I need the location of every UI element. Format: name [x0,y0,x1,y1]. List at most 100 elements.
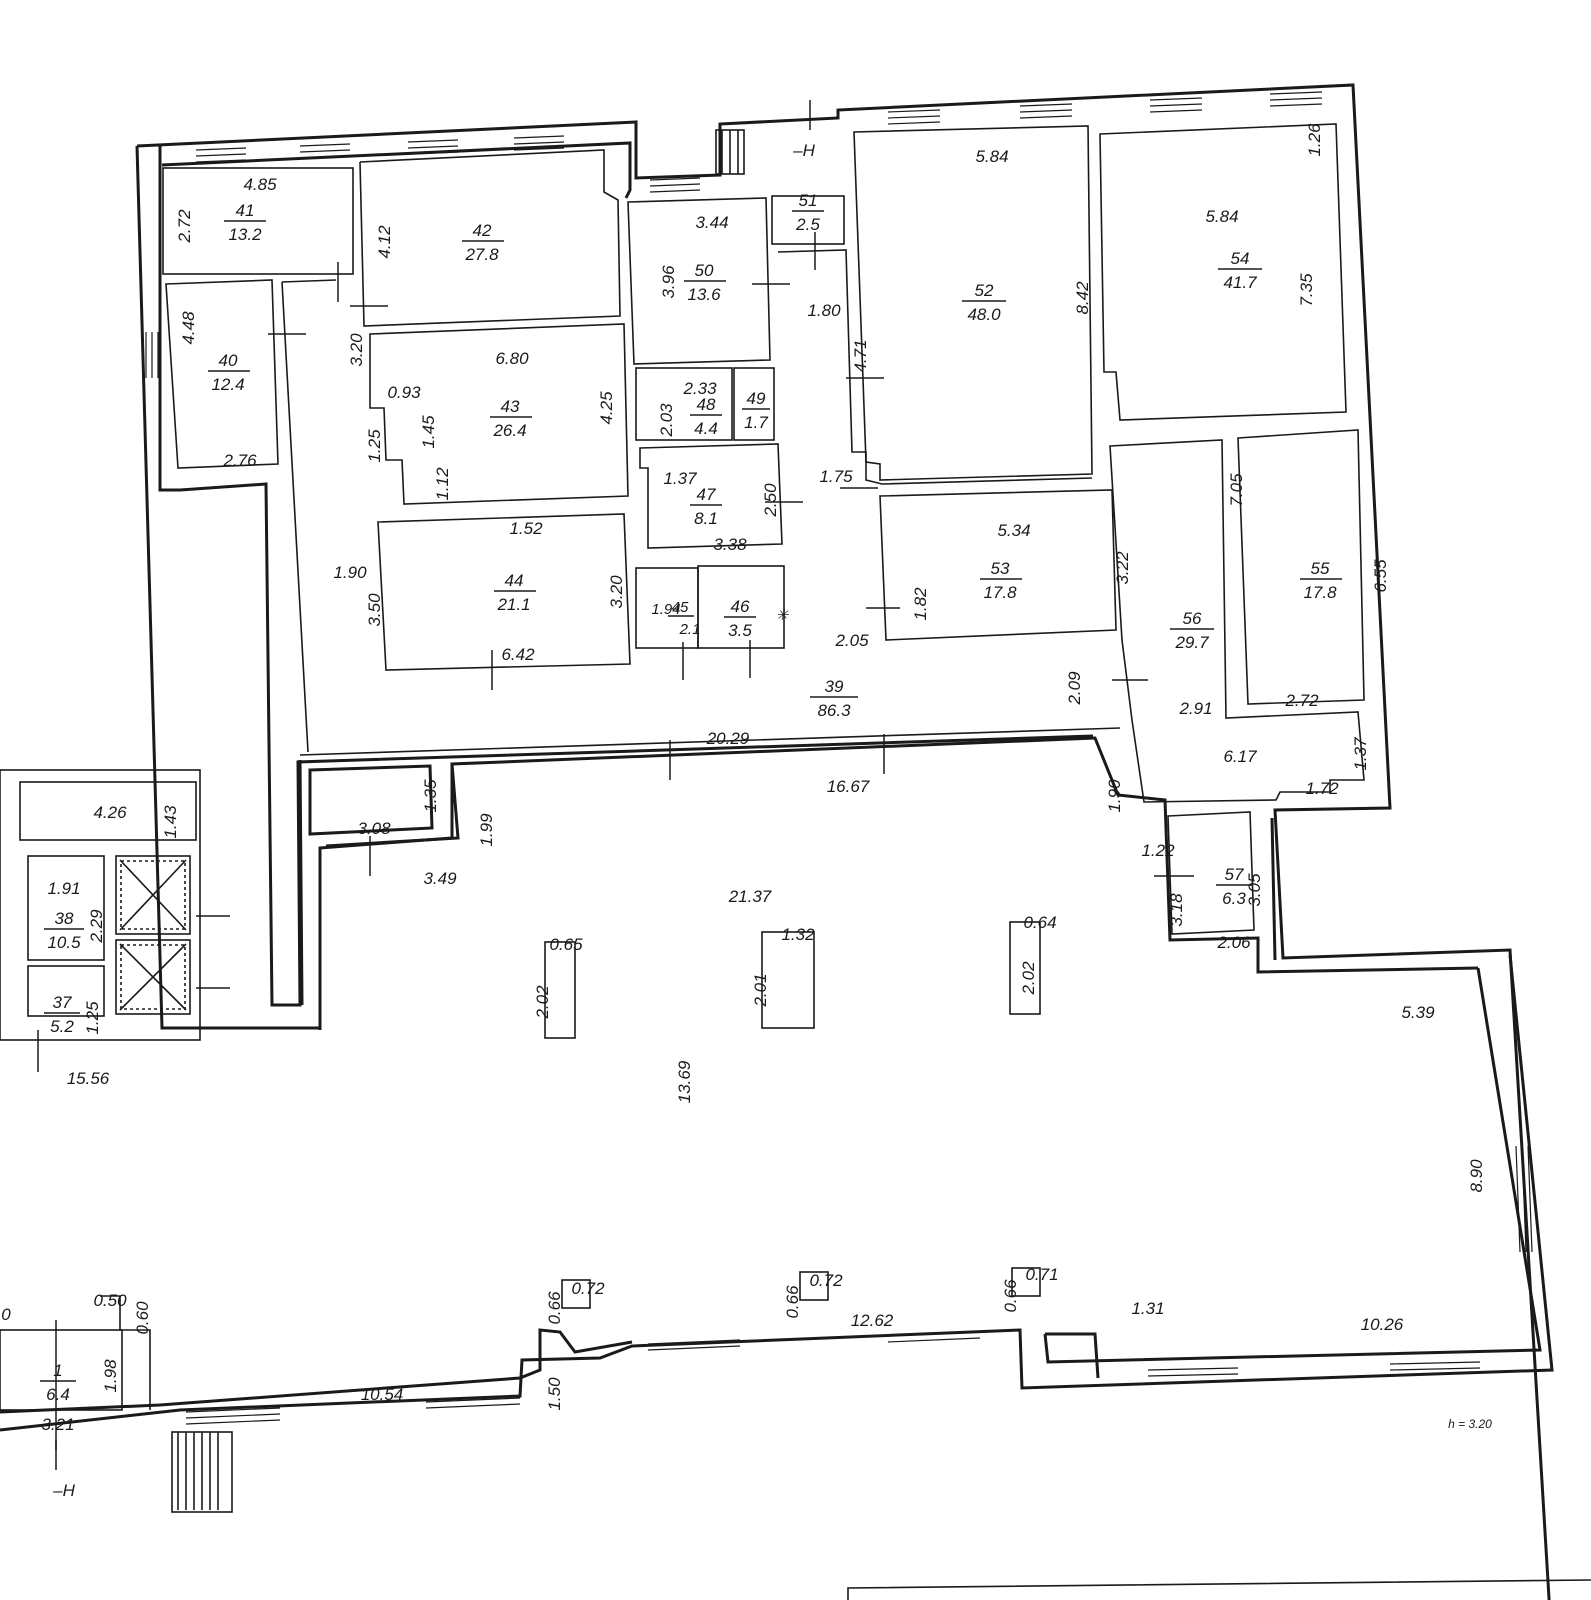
dimension: 6.17 [1223,747,1257,766]
dimension: 2.91 [1178,699,1212,718]
dimension: 3.49 [423,869,457,888]
dimension: 3.08 [357,819,391,838]
dimension: 0.66 [545,1291,564,1325]
dimension: 1.32 [781,925,815,944]
dimension: 1.72 [1305,779,1339,798]
dimension: 4.85 [243,175,277,194]
room-46-label: 46 3.5 [724,597,756,640]
dimension: 1.25 [83,1001,102,1035]
window [887,1331,981,1343]
dimension: 20.29 [706,729,750,748]
dimension: 1.90 [1105,779,1124,813]
room-40-label: 40 12.4 [208,351,250,394]
dimension: 0.72 [571,1279,605,1298]
dimension: 3.20 [347,333,366,367]
room-43-label: 43 26.4 [490,397,532,440]
dimension: 1.12 [433,467,452,501]
dimension: 10.54 [361,1385,404,1404]
dimension: 3.21 [41,1415,74,1434]
room-area: 6.4 [46,1385,70,1404]
room-area: 6.3 [1222,889,1246,908]
dimension: 2.72 [1284,691,1319,710]
dimension: 6.42 [501,645,535,664]
room-51-label: 51 2.5 [792,191,824,234]
window [1149,97,1203,113]
room-number: 56 [1183,609,1202,628]
dimension: 3.44 [695,213,728,232]
dimension: 1.75 [819,467,853,486]
dimension: 2.50 [761,483,780,518]
dimension: 3.20 [607,575,626,609]
dimension: 1.37 [1351,737,1370,771]
dimension: 21.37 [728,887,772,906]
dimension: 6.55 [1371,559,1390,593]
dimension: 1.31 [1131,1299,1164,1318]
room-number: 38 [55,909,74,928]
room-number: 46 [731,597,750,616]
room-number: 53 [991,559,1010,578]
room-39-label: 39 86.3 [810,677,858,720]
room-area: 17.8 [983,583,1017,602]
window [1019,103,1073,119]
dimension: 1.99 [477,813,496,847]
dimension: 1.91 [47,879,80,898]
room-47-label: 47 8.1 [690,485,722,528]
room-number: 57 [1225,865,1244,884]
dimension: 8.42 [1073,281,1092,315]
dimension: 0.65 [549,935,583,954]
room-area: 27.8 [464,245,499,264]
room-54-label: 54 41.7 [1218,249,1262,292]
room-number: 37 [53,993,72,1012]
room-area: 3.5 [728,621,752,640]
room-number: 42 [473,221,492,240]
dimension: 13.69 [675,1060,694,1103]
room-number: 41 [236,201,255,220]
dimension: 7.05 [1227,473,1246,507]
room-49-label: 49 1.7 [742,389,770,432]
dimension: 5.34 [997,521,1030,540]
room-number: 43 [501,397,520,416]
room-number: 50 [695,261,714,280]
dimension: 0.60 [133,1301,152,1335]
room-37-label: 37 5.2 [44,993,80,1036]
room-area: 2.5 [795,215,820,234]
room-labels: 41 13.2 42 27.8 40 12.4 43 26.4 44 21.1 … [40,191,1342,1404]
dimension: 4.25 [597,391,616,425]
room-48-label: 48 4.4 [690,395,722,438]
dimension: 16.67 [827,777,870,796]
dimension: 5.39 [1401,1003,1435,1022]
window [1269,91,1323,107]
door-marks [37,100,1194,1470]
dimension: 5.84 [975,147,1008,166]
level-marker: –H [792,141,815,160]
dimension: 1.90 [333,563,367,582]
dimension: 1.82 [911,587,930,621]
window [407,139,459,155]
dimension: 2.72 [175,209,194,244]
room-area: 5.2 [50,1017,74,1036]
window [513,135,565,151]
room-area: 13.2 [228,225,262,244]
window [185,1407,281,1425]
dimension: 5.84 [1205,207,1238,226]
dimension: 10.26 [1361,1315,1404,1334]
room-area: 8.1 [694,509,718,528]
dimension: 12.62 [851,1311,894,1330]
room-number: 49 [747,389,766,408]
room-number: 39 [825,677,844,696]
window [1389,1361,1481,1371]
dimension: 1.45 [419,415,438,449]
dimension: 4.48 [179,311,198,345]
room-42-label: 42 27.8 [462,221,504,264]
dimension: 3.96 [659,265,678,299]
window [425,1397,521,1409]
dimension: 1.26 [1305,123,1324,157]
room-number: 1 [53,1361,62,1380]
dimension: 7.35 [1297,273,1316,307]
room-52-label: 52 48.0 [962,281,1006,324]
dimension: 15.56 [67,1069,110,1088]
dimension: 8.90 [1467,1159,1486,1193]
room-area: 17.8 [1303,583,1337,602]
room-55-label: 55 17.8 [1300,559,1342,602]
dimension: 0.66 [1001,1279,1020,1313]
